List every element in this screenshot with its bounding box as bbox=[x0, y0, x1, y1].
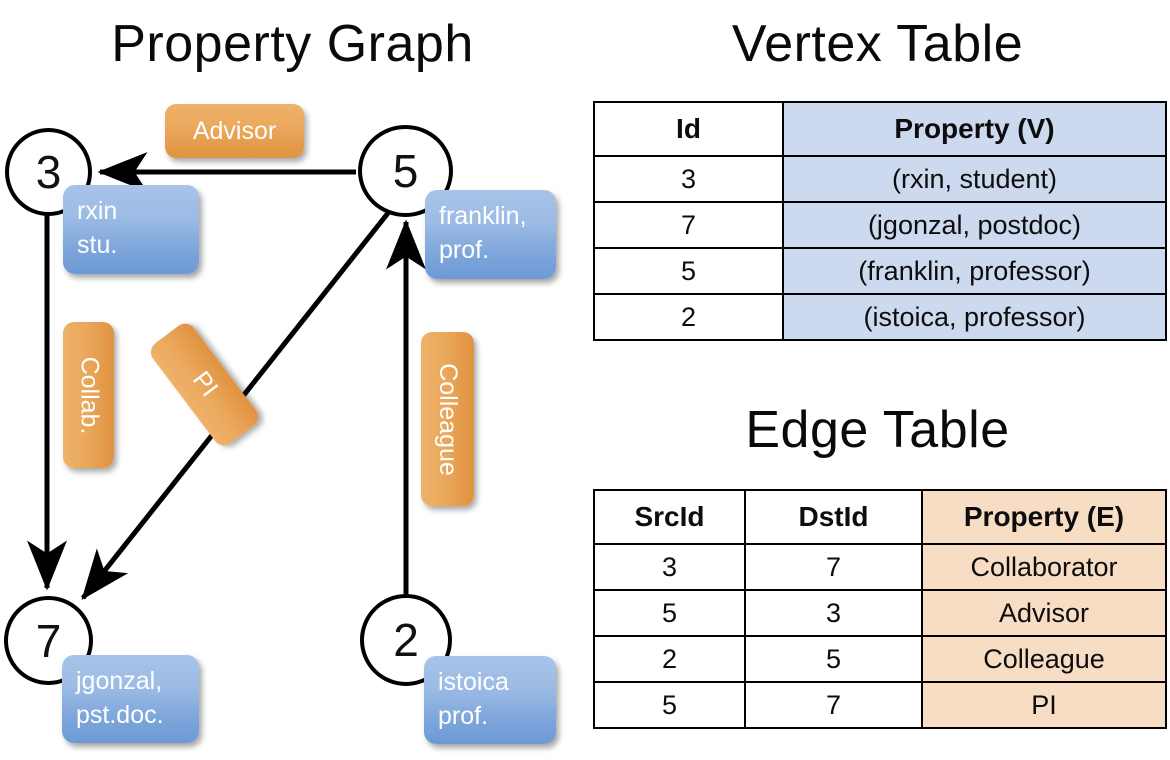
vertex-property-franklin-line1: franklin, bbox=[439, 202, 527, 230]
table-row: 5 (franklin, professor) bbox=[593, 247, 1167, 295]
table-row: 3 (rxin, student) bbox=[593, 155, 1167, 203]
edge-table-header-property: Property (E) bbox=[921, 489, 1167, 545]
vertex-property-franklin-line2: prof. bbox=[439, 235, 490, 264]
graph-node-7-label: 7 bbox=[35, 614, 62, 667]
vertex-row-3-id: 2 bbox=[593, 293, 784, 341]
vertex-property-box-jgonzal: jgonzal, pst.doc. bbox=[62, 655, 199, 743]
vertex-property-box-franklin: franklin, prof. bbox=[425, 190, 556, 279]
vertex-row-3-property: (istoica, professor) bbox=[782, 293, 1167, 341]
graph-node-5[interactable]: 5 bbox=[358, 125, 453, 217]
edge-table-header-dstid: DstId bbox=[744, 489, 923, 545]
vertex-property-istoica-line1: istoica bbox=[438, 668, 509, 696]
table-row: 3 7 Collaborator bbox=[593, 543, 1167, 591]
vertex-table-header-id: Id bbox=[593, 101, 784, 157]
vertex-property-jgonzal-line1: jgonzal, bbox=[76, 667, 163, 695]
vertex-row-2-id: 5 bbox=[593, 247, 784, 295]
page-title-property-graph: Property Graph bbox=[111, 15, 474, 73]
vertex-row-1-id: 7 bbox=[593, 201, 784, 249]
edge-row-0-src: 3 bbox=[593, 543, 746, 591]
edge-row-2-property: Colleague bbox=[921, 635, 1167, 683]
table-row: 5 3 Advisor bbox=[593, 589, 1167, 637]
vertex-property-rxin-line1: rxin bbox=[77, 197, 118, 225]
edge-label-colleague-text: Colleague bbox=[434, 362, 462, 476]
vertex-property-jgonzal-line2: pst.doc. bbox=[76, 700, 164, 729]
vertex-row-1-property: (jgonzal, postdoc) bbox=[782, 201, 1167, 249]
edge-row-1-dst: 3 bbox=[744, 589, 923, 637]
edge-label-collab-text: Collab. bbox=[75, 356, 104, 434]
table-row: 7 (jgonzal, postdoc) bbox=[593, 201, 1167, 249]
edge-row-3-property: PI bbox=[921, 681, 1167, 729]
vertex-row-0-id: 3 bbox=[593, 155, 784, 203]
vertex-row-2-property: (franklin, professor) bbox=[782, 247, 1167, 295]
vertex-table-header-row: Id Property (V) bbox=[593, 101, 1167, 157]
edge-row-1-property: Advisor bbox=[921, 589, 1167, 637]
vertex-property-rxin-line2: stu. bbox=[77, 230, 118, 259]
edge-row-3-dst: 7 bbox=[744, 681, 923, 729]
edge-table-header-row: SrcId DstId Property (E) bbox=[593, 489, 1167, 545]
edge-row-1-src: 5 bbox=[593, 589, 746, 637]
vertex-property-box-istoica: istoica prof. bbox=[424, 656, 556, 744]
edge-label-advisor: Advisor bbox=[165, 104, 304, 158]
edge-row-3-src: 5 bbox=[593, 681, 746, 729]
vertex-row-0-property: (rxin, student) bbox=[782, 155, 1167, 203]
edge-label-colleague: Colleague bbox=[421, 332, 474, 506]
table-row: 2 (istoica, professor) bbox=[593, 293, 1167, 341]
edge-table-header-srcid: SrcId bbox=[593, 489, 746, 545]
graph-node-2[interactable]: 2 bbox=[360, 594, 452, 686]
page-title-edge-table: Edge Table bbox=[745, 401, 1010, 459]
edge-table: SrcId DstId Property (E) 3 7 Collaborato… bbox=[593, 489, 1167, 729]
vertex-property-box-rxin: rxin stu. bbox=[63, 185, 199, 274]
page-title-vertex-table: Vertex Table bbox=[731, 15, 1024, 73]
edge-row-0-property: Collaborator bbox=[921, 543, 1167, 591]
edge-label-advisor-text: Advisor bbox=[192, 116, 277, 145]
edge-row-2-src: 2 bbox=[593, 635, 746, 683]
edge-label-pi-text: PI bbox=[186, 366, 224, 403]
edge-row-0-dst: 7 bbox=[744, 543, 923, 591]
table-row: 2 5 Colleague bbox=[593, 635, 1167, 683]
vertex-property-istoica-line2: prof. bbox=[438, 701, 489, 730]
vertex-table-header-property: Property (V) bbox=[782, 101, 1167, 157]
graph-node-3-label: 3 bbox=[35, 146, 62, 198]
edge-row-2-dst: 5 bbox=[744, 635, 923, 683]
graph-node-5-label: 5 bbox=[392, 145, 419, 197]
graph-node-2-label: 2 bbox=[393, 614, 419, 666]
table-row: 5 7 PI bbox=[593, 681, 1167, 729]
edge-label-collab: Collab. bbox=[63, 322, 114, 468]
vertex-table: Id Property (V) 3 (rxin, student) 7 (jgo… bbox=[593, 101, 1167, 341]
property-graph-diagram: 3 5 7 2 rxin stu. franklin, prof. jgonza… bbox=[4, 104, 556, 744]
